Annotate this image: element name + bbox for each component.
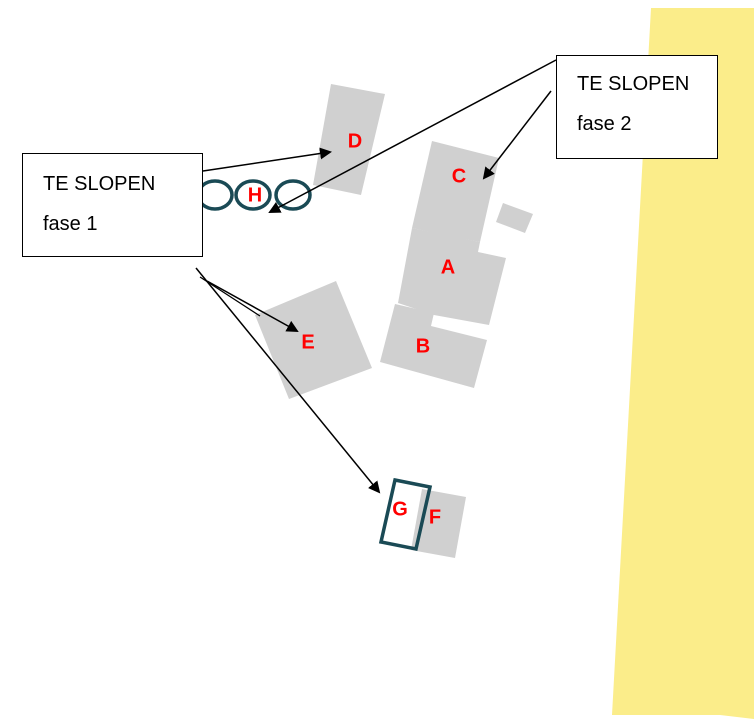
label-h: H — [248, 184, 262, 206]
label-f: F — [429, 506, 441, 528]
road-strip — [612, 8, 754, 719]
building-g-outline — [378, 477, 433, 552]
building-annex — [496, 203, 533, 233]
label-a: A — [441, 256, 455, 278]
arrow-fase1-to-e-line — [199, 276, 261, 317]
building-b — [380, 304, 487, 388]
callout-te-slopen-fase-1: TE SLOPEN fase 1 — [22, 153, 203, 257]
arrow-fase1-to-g — [195, 267, 381, 494]
building-a — [398, 228, 506, 325]
building-d — [313, 84, 385, 195]
building-c — [412, 141, 499, 242]
callout-2-line1: TE SLOPEN — [577, 73, 690, 95]
arrow-fase1-to-d — [202, 147, 332, 172]
label-c: C — [452, 165, 466, 187]
callout-1-line2: fase 1 — [43, 213, 98, 235]
label-e: E — [301, 331, 314, 353]
arrow-fase1-to-e — [206, 280, 299, 332]
label-b: B — [416, 335, 430, 357]
building-h-ellipse-2 — [234, 179, 272, 211]
building-h-ellipse-3 — [274, 179, 312, 211]
arrow-fase2-to-c — [482, 90, 552, 180]
building-e — [255, 281, 372, 399]
building-h-ellipse-1 — [196, 179, 234, 211]
arrow-fase2-to-h — [268, 59, 557, 213]
callout-te-slopen-fase-2: TE SLOPEN fase 2 — [556, 55, 718, 159]
callout-2-line2: fase 2 — [577, 113, 632, 135]
label-d: D — [348, 130, 362, 152]
callout-1-line1: TE SLOPEN — [43, 173, 156, 195]
label-g: G — [392, 498, 408, 520]
